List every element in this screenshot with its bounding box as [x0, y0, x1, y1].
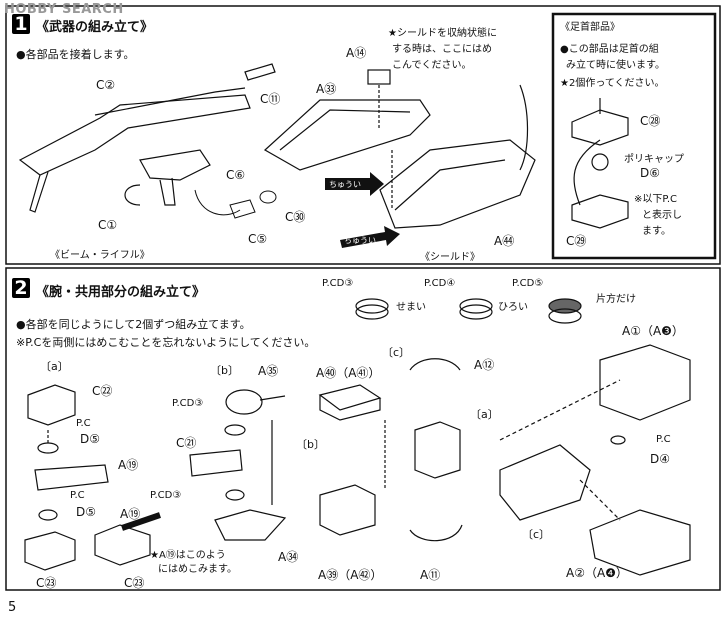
legend-d5-note: 片方だけ [596, 294, 636, 305]
sub-a-left: 〔a〕 [40, 360, 69, 373]
foot-note3: ます。 [642, 226, 671, 237]
label-pcd3b: P.CD③ [150, 490, 182, 501]
shield-drawing [263, 69, 536, 229]
caution-label-1: ちゅうい [329, 180, 361, 189]
sub-a-center: 〔a〕 [470, 408, 499, 421]
arm-assembly-b [189, 389, 287, 541]
step2-frame [5, 267, 721, 591]
label-d6: D⑥ [640, 166, 660, 180]
a19-note-line2: にはめこみます。 [158, 564, 237, 575]
step2-line1: ●各部を同じようにして2個ずつ組み立てます。 [16, 318, 251, 331]
caution-label-2: ちゅうい [344, 236, 376, 245]
foot-title: 《足首部品》 [560, 22, 620, 33]
foot-line2: み立て時に使います。 [566, 60, 665, 71]
sub-b-left: 〔b〕 [210, 364, 239, 377]
step2-title: 《腕・共用部分の組み立て》 [36, 285, 206, 300]
label-pc1: P.C [76, 418, 91, 429]
legend-d4-note: ひろい [498, 302, 528, 313]
common-assembly-center [318, 358, 463, 542]
common-assembly-right [499, 344, 691, 576]
step1-frame [5, 5, 721, 265]
label-c2: C② [96, 78, 116, 92]
foot-line1: ●この部品は足首の組 [560, 44, 659, 55]
watermark: HOBBY SEARCH [4, 2, 124, 17]
label-c21: C㉑ [176, 436, 197, 450]
label-a39: A㊴（A㊷） [318, 568, 383, 582]
legend-d4: P.CD④ [424, 278, 456, 289]
label-pcd3a: P.CD③ [172, 398, 204, 409]
arm-assembly-a [24, 384, 161, 571]
label-a44: A㊹ [494, 234, 515, 248]
label-a14: A⑭ [346, 46, 367, 60]
label-pc3: P.C [656, 434, 671, 445]
label-d4: D④ [650, 452, 670, 466]
label-a12: A⑫ [474, 358, 495, 372]
step2-number: 2 [12, 278, 30, 298]
label-a19b: A⑲ [120, 507, 141, 521]
beam-rifle-drawing [18, 63, 276, 213]
step1-badge: 1 [12, 14, 30, 34]
page-number: 5 [8, 600, 17, 615]
step2-line2: ※P.Cを両側にはめこむことを忘れないようにしてください。 [16, 336, 316, 349]
step2-badge: 2 [12, 278, 30, 298]
sub-c-center: 〔c〕 [382, 346, 411, 359]
label-pc2: P.C [70, 490, 85, 501]
label-c11: C⑪ [260, 92, 281, 106]
label-a40: A㊵（A㊶） [316, 366, 381, 380]
shield-note-line3: こんでください。 [392, 60, 472, 71]
foot-parts-frame [551, 12, 717, 260]
shield-note-line1: ★シールドを収納状態に [388, 28, 497, 39]
label-c30: C㉚ [285, 210, 306, 224]
shield-note-line2: する時は、ここにはめ [392, 44, 492, 55]
step1-number: 1 [12, 14, 30, 34]
foot-note2: と表示し [642, 210, 682, 221]
label-c22: C㉒ [92, 384, 113, 398]
step1-instruction: ●各部品を接着します。 [16, 48, 135, 61]
pc-cap-legend [355, 298, 582, 324]
label-a2: A②（A❹） [566, 566, 628, 580]
legend-d3-note: せまい [396, 302, 426, 313]
label-c23b: C㉓ [124, 576, 145, 590]
caution-arrows [325, 172, 400, 248]
label-c23a: C㉓ [36, 576, 57, 590]
rifle-parts-detail [194, 189, 277, 219]
foot-parts-drawing [571, 98, 629, 229]
label-a34: A㉞ [278, 550, 299, 564]
sub-c-right: 〔c〕 [522, 528, 551, 541]
foot-note1: ※以下P.C [634, 194, 678, 205]
label-c29: C㉙ [566, 234, 587, 248]
legend-d3: P.CD③ [322, 278, 354, 289]
label-d5b: D⑤ [76, 505, 96, 519]
label-c5: C⑤ [248, 232, 268, 246]
label-c1: C① [98, 218, 118, 232]
label-a35: A㉟ [258, 364, 279, 378]
a19-note-line1: ★A⑲はこのよう [150, 550, 226, 561]
caption-shield: 《シールド》 [420, 252, 480, 263]
label-a1: A①（A❸） [622, 324, 684, 338]
label-c28: C㉘ [640, 114, 661, 128]
polycap-label: ポリキャップ [624, 154, 684, 165]
label-a33: A㉝ [316, 82, 337, 96]
sub-b-center: 〔b〕 [296, 438, 325, 451]
step1-title: 《武器の組み立て》 [36, 20, 154, 35]
label-a11: A⑪ [420, 568, 441, 582]
label-d5a: D⑤ [80, 432, 100, 446]
caption-beam-rifle: 《ビーム・ライフル》 [50, 250, 150, 261]
label-a19a: A⑲ [118, 458, 139, 472]
foot-line3: ★2個作ってください。 [560, 78, 665, 89]
legend-d5: P.CD⑤ [512, 278, 544, 289]
label-c6: C⑥ [226, 168, 246, 182]
